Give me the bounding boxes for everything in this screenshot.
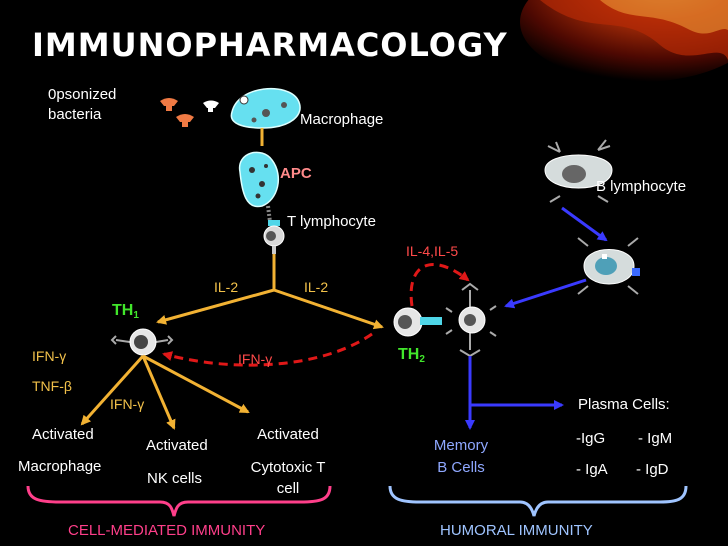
il4-il5-feedback-arrow: [409, 262, 470, 307]
arrow-activated-ctl: [142, 354, 250, 414]
b-lymphocyte-icon: [544, 139, 613, 203]
ifn-gamma-inhibition-arrow: [162, 332, 373, 367]
igm-label: - IgM: [638, 430, 673, 447]
th1-subscript: 1: [133, 310, 139, 321]
apc-t-link: [266, 205, 272, 223]
th2-subscript: 2: [419, 354, 425, 365]
activated-nk-label-1: Activated: [146, 437, 208, 454]
activated-macrophage-label-2: Macrophage: [18, 458, 102, 475]
page-title: IMMUNOPHARMACOLOGY: [32, 26, 508, 64]
igg-label: -IgG: [576, 430, 606, 447]
il4-il5-label: IL-4,IL-5: [406, 243, 459, 259]
il2-arrow-th2: [273, 288, 384, 330]
b-to-th2-arrow: [504, 278, 587, 309]
cell-mediated-immunity-label: CELL-MEDIATED IMMUNITY: [68, 522, 266, 539]
activated-b-cell-icon: [577, 237, 640, 295]
th1-text: TH: [112, 302, 134, 319]
il2-right-label: IL-2: [304, 279, 329, 295]
opsonized-label-line1: 0psonized: [48, 86, 117, 103]
macrophage-icon: [230, 87, 301, 129]
flame-overlay: [500, 0, 728, 96]
memory-b-label-2: B Cells: [437, 459, 485, 476]
th1-label: TH1: [112, 302, 139, 325]
iga-label: - IgA: [576, 461, 608, 478]
th2-label: TH2: [398, 346, 425, 369]
b-lymphocyte-label: B lymphocyte: [596, 178, 687, 195]
activated-macrophage-label-1: Activated: [32, 426, 94, 443]
apc-icon: [238, 151, 280, 208]
opsonized-label-line2: bacteria: [48, 106, 102, 123]
il2-left-label: IL-2: [214, 279, 239, 295]
humoral-immunity-label: HUMORAL IMMUNITY: [440, 522, 593, 539]
opsonized-bacteria-icon: [160, 98, 219, 127]
t-lymphocyte-label: T lymphocyte: [287, 213, 376, 230]
activated-ctl-label-1: Activated: [257, 426, 319, 443]
ifn-gamma-left-label: IFN-γ: [32, 348, 67, 364]
plasma-cells-label: Plasma Cells:: [578, 396, 670, 413]
ifn-gamma-lower-label: IFN-γ: [110, 396, 145, 412]
b-activation-arrow: [561, 206, 608, 242]
activated-ctl-label-3: cell: [276, 480, 300, 497]
activated-ctl-label-2: Cytotoxic T: [250, 459, 326, 476]
memory-b-label-1: Memory: [433, 437, 489, 454]
t-lymphocyte-icon: [263, 220, 285, 254]
humoral-brace: [388, 485, 688, 517]
macrophage-label: Macrophage: [300, 111, 384, 128]
flame-decoration: [520, 0, 728, 82]
igd-label: - IgD: [636, 461, 669, 478]
arrow-activated-nk: [141, 355, 176, 430]
th1-cell-icon: [110, 328, 174, 356]
arrow-activated-macrophage: [80, 354, 145, 426]
apc-label: APC: [280, 165, 312, 182]
tnf-beta-label: TNF-β: [32, 378, 72, 394]
il2-arrow-th1: [156, 288, 275, 325]
th2-text: TH: [398, 346, 420, 363]
ifn-gamma-center-label: IFN-γ: [238, 351, 273, 367]
activated-nk-label-2: NK cells: [147, 470, 203, 487]
cell-mediated-brace: [26, 485, 332, 517]
